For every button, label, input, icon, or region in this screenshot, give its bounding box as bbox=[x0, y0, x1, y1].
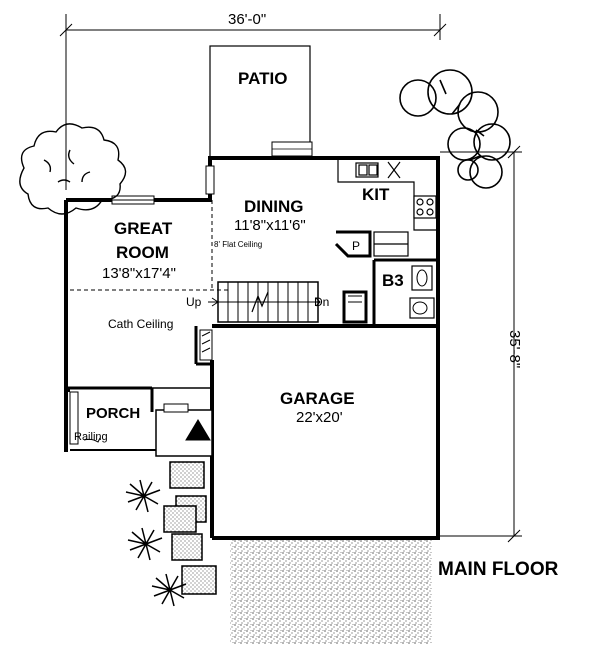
kitchen-counters bbox=[337, 160, 437, 257]
patio-label: PATIO bbox=[238, 69, 288, 88]
kitchen-label: KIT bbox=[362, 185, 390, 204]
dining-label: DINING bbox=[244, 197, 304, 216]
porch bbox=[64, 390, 156, 452]
garage-size: 22'x20' bbox=[296, 409, 343, 426]
coat-closet bbox=[199, 329, 213, 361]
garage-label: GARAGE bbox=[280, 389, 355, 408]
bath bbox=[372, 258, 438, 326]
porch-railing-label: Railing bbox=[74, 431, 108, 443]
great-room-size: 13'8"x17'4" bbox=[102, 265, 176, 282]
stairs-down-label: Dn bbox=[314, 295, 330, 309]
width-dimension-line bbox=[59, 14, 447, 190]
depth-dimension-line bbox=[440, 145, 522, 543]
closet bbox=[342, 290, 368, 324]
entry-step bbox=[155, 403, 213, 457]
driveway bbox=[230, 538, 432, 644]
pantry-label: P bbox=[352, 239, 361, 253]
ceiling-break-lines bbox=[70, 200, 228, 291]
pantry bbox=[334, 230, 372, 258]
tree-right-icon bbox=[399, 69, 511, 189]
porch-label: PORCH bbox=[86, 405, 141, 422]
stepping-stones bbox=[163, 461, 217, 595]
stairs bbox=[208, 281, 321, 323]
dining-size: 11'8"x11'6" bbox=[234, 217, 306, 234]
stairs-up-label: Up bbox=[186, 295, 202, 309]
dining-ceiling-note: 8' Flat Ceiling bbox=[214, 240, 263, 249]
floor-title: MAIN FLOOR bbox=[438, 559, 559, 580]
house-walls bbox=[64, 156, 440, 540]
overall-depth-label: 35'-8" bbox=[506, 330, 523, 369]
great-room-label-line1: GREAT bbox=[114, 219, 173, 238]
palm-shrub-1-icon bbox=[125, 479, 161, 513]
overall-width-label: 36'-0" bbox=[228, 11, 267, 28]
patio-door bbox=[205, 165, 215, 195]
shrub-left-icon bbox=[19, 123, 127, 215]
patio bbox=[209, 45, 313, 159]
great-room-window bbox=[111, 195, 155, 205]
palm-shrub-2-icon bbox=[127, 527, 163, 561]
great-room-ceiling-note: Cath Ceiling bbox=[108, 317, 174, 331]
bath-label: B3 bbox=[382, 271, 404, 290]
palm-shrub-3-icon bbox=[151, 573, 187, 607]
great-room-label-line2: ROOM bbox=[116, 243, 169, 262]
